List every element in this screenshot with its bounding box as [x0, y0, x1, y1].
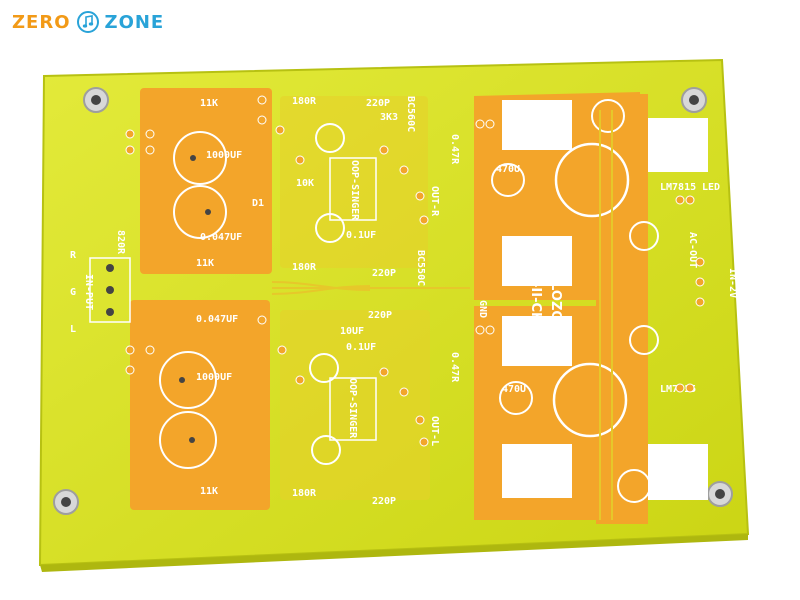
brand-word-zone: ZONE: [104, 11, 165, 33]
res-11k-label-3: 11K: [200, 486, 218, 497]
res-10k-label: 10K: [296, 178, 314, 189]
res-180r-label-3: 180R: [292, 488, 317, 499]
res-047-label-2: 0.47R: [449, 352, 460, 383]
mount-hole-bottom-right: [707, 481, 733, 507]
cap-470u-label-1: 470U: [496, 164, 520, 175]
cap-01uf-label-1: 0.1UF: [346, 230, 376, 241]
led-label: LED: [702, 182, 720, 193]
cap-220p-label-1: 220P: [366, 98, 390, 109]
brand-word-zero: ZERO: [12, 11, 71, 33]
pcb-board-edge: [40, 534, 748, 572]
input-r-label: R: [70, 250, 77, 261]
res-180r-label-1: 180R: [292, 96, 317, 107]
res-047-label-1: 0.47R: [449, 134, 460, 165]
input-header-label: IN-PUT: [83, 274, 94, 310]
trans-bc550c-label: BC550C: [415, 250, 426, 286]
res-820r-label: 820R: [115, 230, 126, 255]
title-model-label: HV-II-CKII: [528, 262, 543, 332]
opamp-socket-bottom: [329, 377, 377, 441]
filter-capacitors-bottom: [159, 351, 217, 469]
trans-bc560c-label: BC560C: [405, 96, 416, 132]
opamp-socket-top: [329, 157, 377, 221]
heatsink-cutouts: [502, 100, 708, 500]
solder-pads: [125, 95, 705, 447]
cap-220p-label-3: 220P: [368, 310, 392, 321]
coupling-capacitors: [309, 123, 345, 465]
res-11k-label-1: 11K: [200, 98, 218, 109]
mount-hole-top-left: [83, 87, 109, 113]
title-brand-label: GZLOZONE: [548, 262, 563, 341]
reg1-label: LM7815: [660, 182, 696, 193]
music-note-icon: [76, 11, 99, 33]
opamp-label-bottom: OOP-SINGER: [347, 378, 358, 439]
input-g-label: G: [70, 287, 76, 298]
in-2v-label: IN-2V: [727, 268, 738, 298]
cap-220p-label-4: 220P: [372, 496, 396, 507]
cap-10uf-label: 10UF: [340, 326, 364, 337]
input-l-label: L: [70, 324, 76, 335]
res-180r-label-2: 180R: [292, 262, 317, 273]
cap-220p-label-2: 220P: [372, 268, 396, 279]
cap-0047uf-label-1: 0.047UF: [200, 232, 242, 243]
cap-1000u-label-1: 1000UF: [206, 150, 242, 161]
out-l-label: OUT-L: [429, 416, 440, 446]
input-connector: [89, 257, 131, 323]
brand-logo: ZERO ZONE: [12, 10, 164, 34]
signal-traces: [271, 110, 613, 520]
cap-470u-label-2: 470U: [502, 384, 526, 395]
mount-hole-top-right: [681, 87, 707, 113]
gnd-label: GND: [477, 300, 488, 318]
power-capacitors: [491, 99, 659, 503]
filter-capacitors-top: [173, 131, 227, 239]
out-r-label: OUT-R: [429, 186, 440, 217]
mount-hole-bottom-left: [53, 489, 79, 515]
opamp-label-top: OOP-SINGER: [349, 160, 360, 221]
res-3k3-label: 3K3: [380, 112, 398, 123]
cap-01uf-label-2: 0.1UF: [346, 342, 376, 353]
res-11k-label-2: 11K: [196, 258, 214, 269]
ac-out-label: AC-OUT: [687, 232, 698, 268]
d1-label: D1: [252, 198, 264, 209]
cap-1000u-label-2: 1000UF: [196, 372, 232, 383]
cap-0047uf-label-2: 0.047UF: [196, 314, 238, 325]
